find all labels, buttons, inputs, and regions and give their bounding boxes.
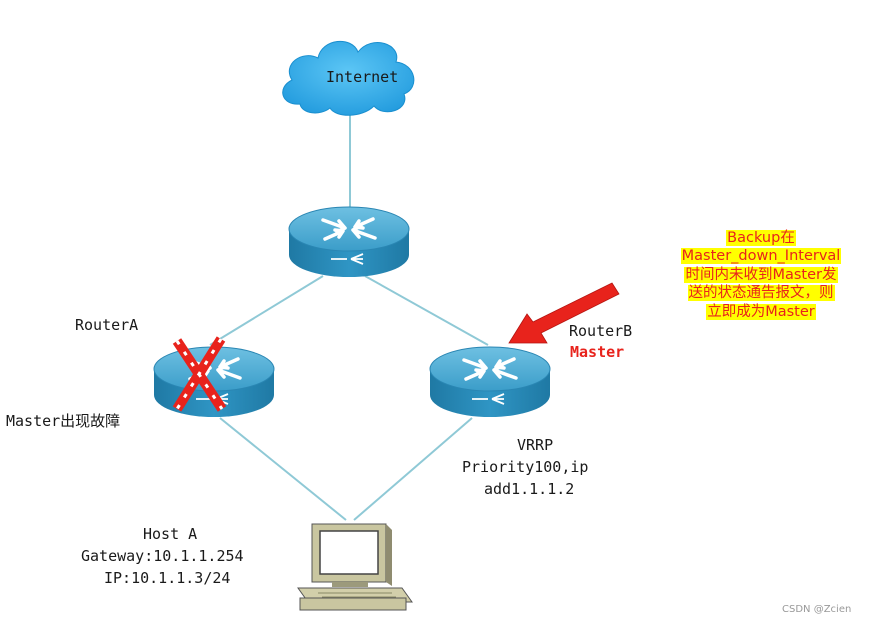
watermark: CSDN @Zcien: [782, 604, 852, 615]
router-b-role-label: Master: [570, 343, 625, 361]
vrrp-priority: Priority100,ip: [462, 458, 589, 476]
vrrp-address: add1.1.1.2: [484, 480, 575, 498]
host-ip: IP:10.1.1.3/24: [104, 569, 231, 587]
callout-line: Backup在: [726, 230, 796, 246]
vrrp-title: VRRP: [517, 436, 554, 454]
callout-line: 立即成为Master: [706, 303, 816, 320]
host-computer-icon: [297, 523, 413, 611]
link-core-routerb: [364, 275, 489, 346]
link-routerb-host: [353, 417, 473, 521]
link-routera-host: [219, 417, 347, 521]
callout-line: Master_down_Interval: [680, 248, 842, 265]
callout-line: 送的状态通告报文，则: [687, 285, 835, 302]
failure-cross-icon: [172, 336, 227, 412]
core-router-icon: [287, 205, 411, 279]
arrow-icon: [508, 282, 620, 344]
internet-cloud-icon: [282, 40, 415, 116]
internet-label: Internet: [326, 68, 399, 86]
callout-note: Backup在 Master_down_Interval 时间内未收到Maste…: [654, 229, 868, 321]
router-b-icon: [428, 345, 552, 419]
callout-line: 时间内未收到Master发: [684, 266, 838, 283]
router-b-label: RouterB: [569, 322, 633, 340]
host-gateway: Gateway:10.1.1.254: [81, 547, 244, 565]
router-a-fault-label: Master出现故障: [6, 412, 121, 430]
links: [209, 104, 489, 521]
host-name: Host A: [143, 525, 198, 543]
link-core-routera: [209, 275, 324, 346]
router-a-label: RouterA: [75, 316, 139, 334]
